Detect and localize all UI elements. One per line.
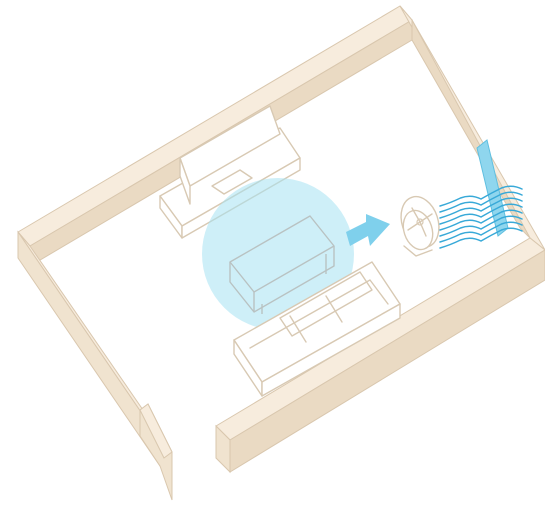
television: [179, 105, 281, 205]
cooling-zone: [202, 178, 354, 330]
wind-line: [439, 221, 523, 243]
wind-line: [439, 209, 523, 231]
wind-line: [439, 185, 523, 207]
fan-icon: [400, 195, 440, 257]
sofa: [233, 261, 401, 397]
wind-line: [439, 191, 523, 213]
left-wall-face: [17, 230, 161, 468]
arrow-right-icon: [346, 214, 390, 246]
coffee-table: [229, 215, 335, 314]
wind-line: [439, 197, 523, 219]
wind-line: [439, 215, 523, 237]
incoming-air-lines: [439, 185, 523, 249]
front-wall-side: [229, 249, 545, 473]
wind-line: [439, 203, 523, 225]
wind-line: [439, 227, 523, 249]
door-jamb-top: [139, 403, 173, 459]
